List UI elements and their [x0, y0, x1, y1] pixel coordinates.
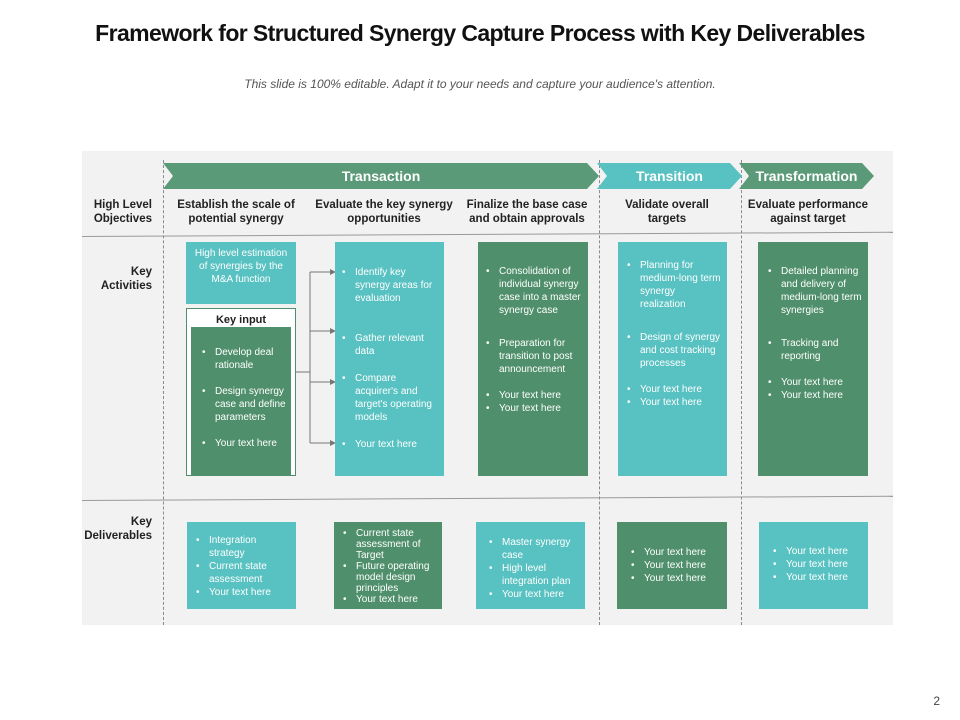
activity-item: Your text here	[342, 438, 440, 451]
key-input-box: Develop deal rationale Design synergy ca…	[191, 327, 291, 476]
activity-item: Tracking and reporting	[768, 337, 864, 363]
deliverable-item: Master synergy case	[489, 536, 581, 562]
objective-1: Establish the scale of potential synergy	[177, 199, 295, 225]
key-input-item: Your text here	[202, 437, 287, 450]
key-input-item: Design synergy case and define parameter…	[202, 385, 287, 424]
deliverable-item: Your text here	[489, 588, 581, 601]
phase-transition: Transition	[597, 163, 742, 189]
deliverable-item: Current state assessment	[196, 560, 292, 586]
activity-item: Your text here	[486, 389, 584, 402]
column-divider	[163, 160, 164, 625]
objective-2: Evaluate the key synergy opportunities	[315, 199, 453, 225]
deliverable-item: Your text here	[631, 546, 723, 559]
activity-item: Your text here	[768, 376, 864, 389]
activity-item: Gather relevant data	[342, 332, 440, 358]
objective-4: Validate overall targets	[625, 199, 709, 225]
deliverable-item: Your text here	[631, 559, 723, 572]
slide-title: Framework for Structured Synergy Capture…	[95, 20, 865, 46]
deliverable-item: Current state assessment of Target	[343, 528, 440, 561]
deliverable-item: Your text here	[343, 594, 440, 605]
deliverable-col2: Current state assessment of Target Futur…	[334, 522, 442, 609]
activity-col4: Planning for medium-long term synergy re…	[618, 242, 727, 476]
deliverable-col4: Your text here Your text here Your text …	[617, 522, 727, 609]
deliverable-item: Your text here	[773, 558, 864, 571]
activity-item: Design of synergy and cost tracking proc…	[627, 331, 721, 370]
activity-item: Your text here	[486, 402, 584, 415]
objective-3: Finalize the base case and obtain approv…	[466, 199, 588, 225]
activity-item: Your text here	[627, 383, 721, 396]
activity-col1-top: High level estimation of synergies by th…	[186, 242, 296, 304]
activity-col3: Consolidation of individual synergy case…	[478, 242, 588, 476]
column-divider	[599, 160, 600, 625]
activity-col5: Detailed planning and delivery of medium…	[758, 242, 868, 476]
deliverable-item: Your text here	[196, 586, 292, 599]
deliverable-item: Your text here	[773, 545, 864, 558]
objective-5: Evaluate performance against target	[747, 199, 869, 225]
activity-col2: Identify key synergy areas for evaluatio…	[335, 242, 444, 476]
key-input-item: Develop deal rationale	[202, 346, 287, 372]
activity-item: Consolidation of individual synergy case…	[486, 265, 584, 317]
column-divider	[741, 160, 742, 625]
row-label-activities: Key Activities	[100, 266, 152, 292]
activity-item: Your text here	[627, 396, 721, 409]
key-input-label: Key input	[215, 314, 267, 326]
deliverable-item: Your text here	[631, 572, 723, 585]
deliverable-col1: Integration strategy Current state asses…	[187, 522, 296, 609]
activity-item: Your text here	[768, 389, 864, 402]
deliverable-item: Integration strategy	[196, 534, 292, 560]
slide-subtitle: This slide is 100% editable. Adapt it to…	[244, 77, 716, 91]
activity-item: Planning for medium-long term synergy re…	[627, 259, 721, 311]
deliverable-item: Your text here	[773, 571, 864, 584]
phase-transaction: Transaction	[163, 163, 599, 189]
deliverable-col3: Master synergy case High level integrati…	[476, 522, 585, 609]
activity-item: Detailed planning and delivery of medium…	[768, 265, 864, 317]
deliverable-col5: Your text here Your text here Your text …	[759, 522, 868, 609]
row-label-deliverables: Key Deliverables	[84, 516, 152, 542]
phase-transformation: Transformation	[739, 163, 874, 189]
connector-arrows	[296, 269, 336, 446]
activity-item: Compare acquirer's and target's operatin…	[342, 372, 440, 424]
deliverable-item: Future operating model design principles	[343, 561, 440, 594]
deliverable-item: High level integration plan	[489, 562, 581, 588]
activity-item: Identify key synergy areas for evaluatio…	[342, 266, 440, 305]
activity-item: Preparation for transition to post annou…	[486, 337, 584, 376]
page-number: 2	[933, 694, 940, 708]
row-label-objectives: High Level Objectives	[93, 199, 152, 225]
